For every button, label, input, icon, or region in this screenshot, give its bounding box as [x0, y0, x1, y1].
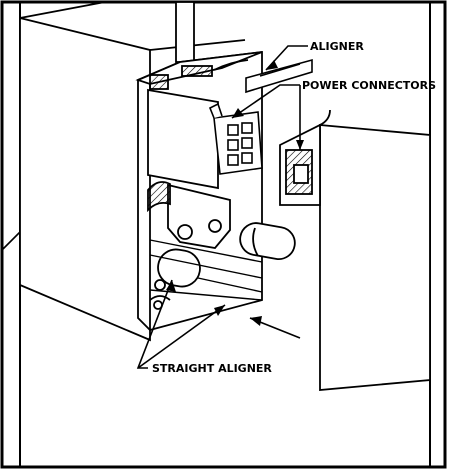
extrusion-channels [149, 239, 263, 301]
label-straight-aligner: STRAIGHT ALIGNER [152, 362, 272, 375]
aligner-bar [245, 58, 313, 94]
power-connector [208, 102, 263, 175]
mounting-bracket [147, 88, 231, 249]
left-module [19, 1, 246, 342]
arrowheads [166, 60, 304, 326]
vertical-post [175, 1, 195, 63]
straight-aligner-upper [239, 222, 296, 260]
right-module [279, 109, 431, 391]
label-power-connectors: POWER CONNECTORS [302, 79, 436, 92]
label-aligner: ALIGNER [310, 40, 364, 53]
